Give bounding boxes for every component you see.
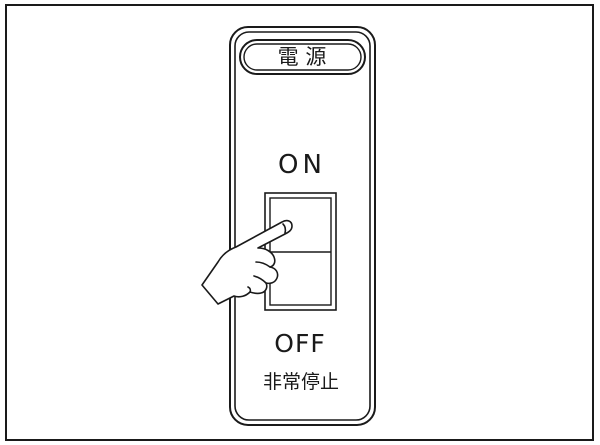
- off-label: OFF: [274, 329, 325, 358]
- pointing-hand-icon: [201, 219, 293, 305]
- panel-plate-outer: [229, 26, 376, 426]
- panel-plate-inner: [234, 31, 371, 421]
- on-label: ON: [278, 150, 326, 180]
- emergency-stop-label: 非常停止: [263, 371, 339, 393]
- panel-title: 電 源: [278, 45, 327, 69]
- title-pill-inner: [243, 43, 362, 71]
- title-pill-outer: [239, 39, 366, 75]
